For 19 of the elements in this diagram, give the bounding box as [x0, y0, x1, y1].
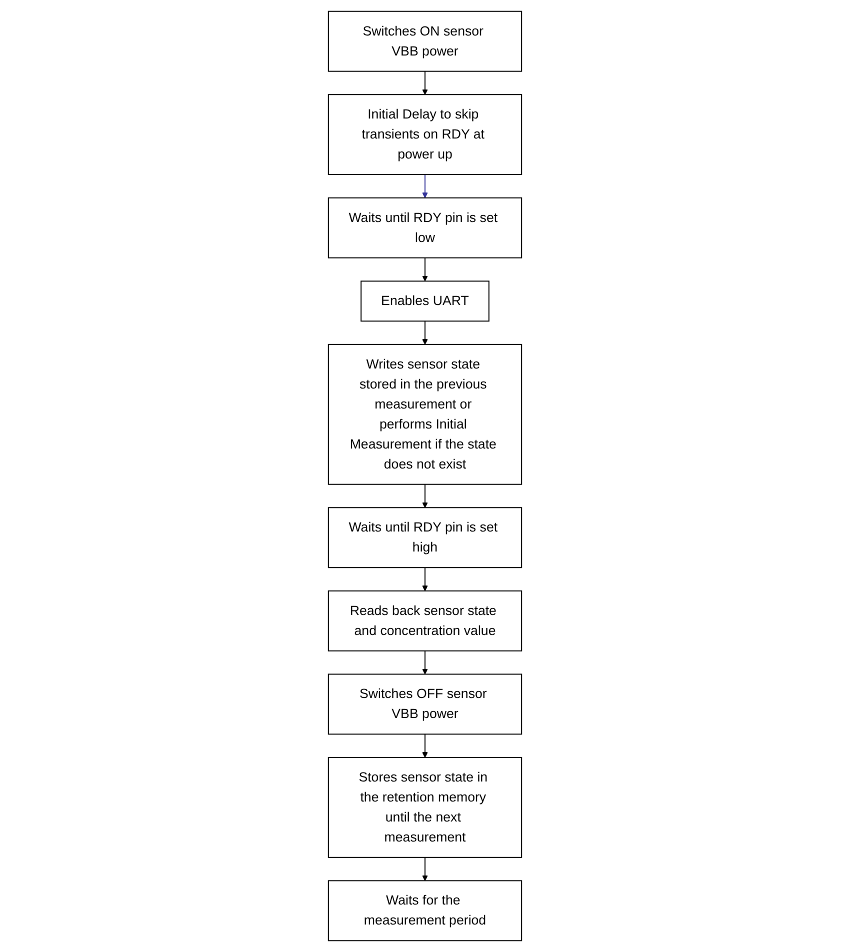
node-box: Switches ON sensor VBB power: [328, 10, 522, 72]
node-box: Initial Delay to skip transients on RDY at power up: [328, 94, 522, 175]
arrow: [422, 174, 428, 198]
arrow: [422, 70, 428, 94]
arrow: [422, 483, 428, 508]
arrow: [422, 856, 428, 880]
node-box: Waits for the measurement period: [328, 880, 522, 941]
node-box: Waits until RDY pin is set low: [328, 196, 522, 258]
arrow: [422, 733, 428, 758]
node-box: Waits until RDY pin is set high: [328, 506, 522, 568]
arrow: [422, 256, 428, 281]
node-box: Stores sensor state in the retention memory until the next measurement: [328, 756, 522, 858]
arrow: [422, 650, 428, 674]
node-box: Enables UART: [360, 280, 490, 322]
node-box: Reads back sensor state and concentration value: [328, 590, 522, 651]
node-box: Switches OFF sensor VBB power: [328, 673, 522, 734]
arrow: [422, 566, 428, 591]
arrow: [422, 320, 428, 344]
node-box: Writes sensor state stored in the previous measurement or performs Initial Measurement if the state does not exist: [328, 343, 522, 484]
